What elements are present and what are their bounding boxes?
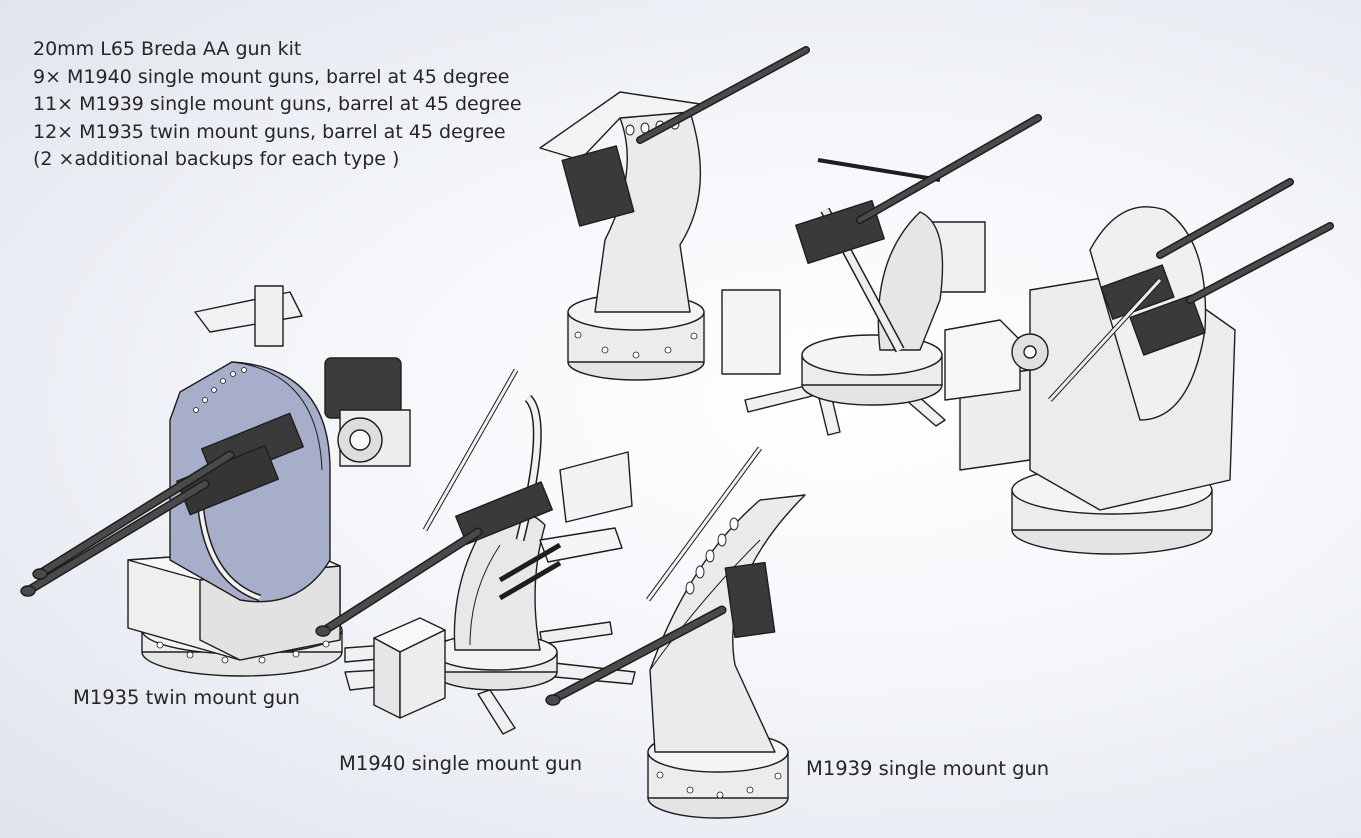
m1940-rear-model[interactable] bbox=[721, 114, 1042, 436]
caption-m1940-single: M1940 single mount gun bbox=[339, 752, 583, 775]
m1939-rear-model[interactable] bbox=[539, 46, 810, 381]
kit-line-m1940: 9× M1940 single mount guns, barrel at 45… bbox=[33, 65, 510, 88]
kit-line-backups: (2 ×additional backups for each type ) bbox=[33, 148, 400, 170]
m1940-single-mount-model[interactable] bbox=[315, 368, 636, 735]
m1935-rear-model[interactable] bbox=[944, 178, 1334, 555]
kit-line-m1935: 12× M1935 twin mount guns, barrel at 45 … bbox=[33, 120, 506, 143]
kit-description: 20mm L65 Breda AA gun kit 9× M1940 singl… bbox=[33, 36, 522, 174]
caption-m1939-single: M1939 single mount gun bbox=[806, 757, 1050, 780]
m1935-twin-mount-model[interactable] bbox=[20, 285, 411, 677]
m1939-single-mount-model[interactable] bbox=[545, 446, 806, 819]
kit-line-m1939: 11× M1939 single mount guns, barrel at 4… bbox=[33, 93, 522, 115]
caption-m1935-twin: M1935 twin mount gun bbox=[73, 686, 300, 709]
kit-title: 20mm L65 Breda AA gun kit bbox=[33, 38, 302, 60]
